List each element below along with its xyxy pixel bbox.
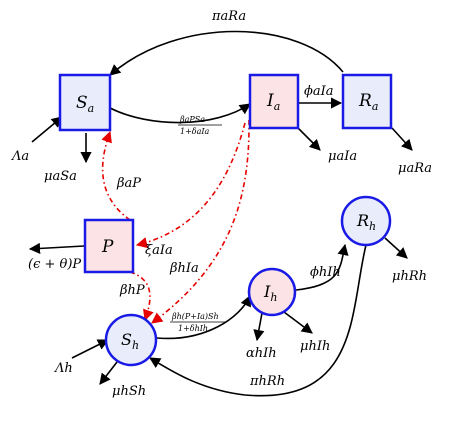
label-beta-h-frac-num: βh(P+Ia)Sh [171,312,219,321]
label-lambda-a: Λa [11,149,29,164]
node-Rh [340,195,392,247]
node-Ia [248,73,300,130]
label-mu-a-Sa: μaSa [44,169,77,184]
label-mu-a-Ia: μaIa [328,149,357,164]
arrow-lambda-h [71,339,110,359]
label-phi-h-Ih: ϕhIh [310,265,341,280]
label-alpha-h-Ih: αhIh [246,346,277,361]
label-xi-a-Ia: ξaIa [145,243,173,258]
label-mu-h-Sh: μhSh [112,384,146,399]
label-Ra: Ra [358,91,378,113]
label-Sh: Sh [121,330,139,352]
dashed-beta-h-P [129,271,154,322]
arrow-Sa-to-Ia [109,103,251,124]
arrow-mu-h-Ih [283,311,313,334]
node-Ra [341,73,393,130]
dashed-xi-a-Ia [135,122,246,249]
dashed-beta-h-Ia [151,119,250,324]
label-mu-h-Ih: μhIh [300,339,330,354]
dashed-beta-a-P [101,130,131,221]
label-beta-h-Ia: βhIa [169,261,199,276]
node-P [83,218,135,274]
label-Rh: Rh [356,211,376,233]
node-Sa [58,73,112,132]
label-Ia: Ia [266,91,280,113]
node-Ih [247,267,297,317]
label-beta-h-P: βhP [119,283,145,298]
label-mu-a-Ra: μaRa [398,161,432,176]
arrow-lambda-a [31,116,63,143]
label-eps-theta-P: (ϵ + θ)P [28,257,81,272]
label-mu-h-Rh: μhRh [392,269,427,284]
arrow-Sh-to-Ih [156,294,251,340]
label-beta-a-frac-num: βaPSa [179,115,205,124]
node-Sh [104,313,158,367]
arrow-Ih-to-Rh [295,243,349,291]
arrow-pi-a-Ra [109,30,344,76]
label-Sa: Sa [76,93,94,115]
label-beta-a-frac-den: 1+δaIa [180,127,210,136]
arrow-mu-h-Sh [99,361,118,385]
label-beta-h-frac-den: 1+δhIh [178,324,208,333]
arrow-mu-h-Rh [384,237,408,259]
label-phi-a-Ia: ϕaIa [304,84,334,99]
arrow-alpha-h-Ih [253,312,265,342]
arrow-pi-h-Rh [149,244,367,397]
label-Ih: Ih [263,282,277,304]
label-beta-a-P: βaP [116,176,141,191]
label-P: P [101,237,114,257]
arrow-mu-a-Ra [391,127,413,151]
label-pi-h-Rh: πhRh [249,374,285,389]
arrow-eps-theta-P [28,242,85,255]
label-pi-a-Ra: πaRa [211,9,246,24]
label-lambda-h: Λh [54,361,73,376]
arrow-mu-a-Ia [297,127,321,151]
